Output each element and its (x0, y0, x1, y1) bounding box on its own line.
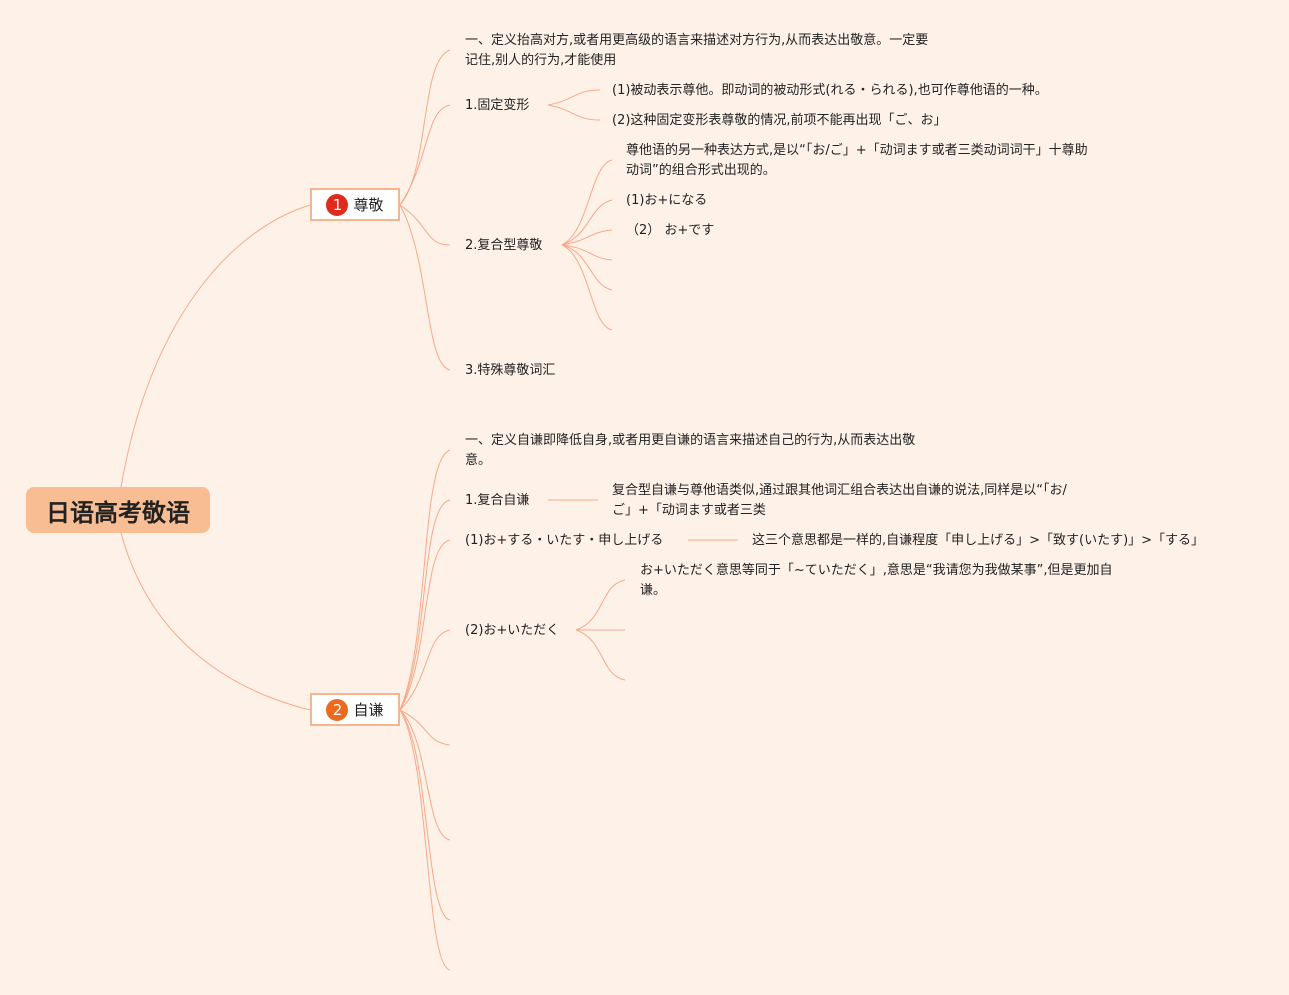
link-ziqian-empty-1 (399, 709, 451, 746)
zunjing-definition-line-1: 一、定义抬高对方,或者用更高级的语言来描述对方行为,从而表达出敬意。一定要 (465, 33, 929, 48)
ziqian-definition: 一、定义自谦即降低自身,或者用更自谦的语言来描述自己的行为,从而表达出敬 意。 (465, 431, 915, 471)
branch-ziqian[interactable]: 2 自谦 (310, 693, 400, 726)
link-ziqian-empty-2 (399, 709, 451, 841)
connector-group (120, 49, 738, 971)
oitadaku-line-2: 谦。 (640, 583, 667, 598)
branch-zunjing[interactable]: 1 尊敬 (310, 188, 400, 221)
osuru-description[interactable]: 这三个意思都是一样的,自谦程度「申し上げる」>「致す(いたす)」>「する」 (752, 533, 1205, 548)
branch-ziqian-label: 自谦 (353, 701, 384, 719)
link-oitadaku-3 (575, 629, 626, 681)
node-gudingbianxing[interactable]: 1.固定变形 (465, 98, 530, 113)
link-root-ziqian (120, 532, 311, 711)
guding-item-1[interactable]: (1)被动表示尊他。即动词的被动形式(れる・られる),也可作尊他语的一种。 (612, 83, 1048, 98)
link-fuhe-5 (561, 244, 613, 331)
link-ziqian-definition (399, 449, 451, 711)
fuhe-description[interactable]: 尊他语的另一种表达方式,是以“「お/ご」+「动词ます或者三类动词词干」十尊助 动… (626, 141, 1088, 181)
link-zunjing-definition (399, 49, 451, 206)
link-fuhe-1 (561, 199, 613, 246)
badge-1-icon: 1 (326, 193, 349, 216)
fuheziqian-line-2: ご」+「动词ます或者三类 (612, 503, 766, 518)
fuheziqian-description[interactable]: 复合型自谦与尊他语类似,通过跟其他词汇组合表达出自谦的说法,同样是以“「お/ ご… (612, 481, 1067, 521)
ziqian-definition-line-2: 意。 (465, 453, 492, 468)
link-root-zunjing (120, 204, 311, 488)
node-oitadaku[interactable]: (2)お+いただく (465, 623, 560, 638)
fuheziqian-line-1: 复合型自谦与尊他语类似,通过跟其他词汇组合表达出自谦的说法,同样是以“「お/ (612, 483, 1067, 498)
node-fuhexingzunjing[interactable]: 2.复合型尊敬 (465, 238, 543, 253)
oitadaku-line-1: お+いただく意思等同于「~ていただく」,意思是“我请您为我做某事”,但是更加自 (640, 563, 1113, 578)
link-zunjing-fuhexing (399, 204, 451, 246)
link-fuhe-4 (561, 244, 613, 291)
link-ziqian-empty-3 (399, 709, 451, 921)
node-fuheziqian[interactable]: 1.复合自谦 (465, 493, 530, 508)
fuhe-description-line-1: 尊他语的另一种表达方式,是以“「お/ご」+「动词ます或者三类动词词干」十尊助 (626, 143, 1088, 158)
link-ziqian-fuhe (399, 499, 451, 711)
oitadaku-description[interactable]: お+いただく意思等同于「~ていただく」,意思是“我请您为我做某事”,但是更加自 … (640, 561, 1113, 601)
fuhe-item-oninaru[interactable]: (1)お+になる (626, 193, 708, 208)
link-guding-1 (547, 89, 601, 106)
root-label: 日语高考敬语 (46, 498, 190, 527)
link-fuhe-3 (561, 244, 613, 261)
node-osuru[interactable]: (1)お+する・いたす・申し上げる (465, 533, 664, 548)
link-ziqian-empty-4 (399, 709, 451, 971)
link-oitadaku-desc (575, 579, 626, 631)
fuhe-description-line-2: 动词”的组合形式出现的。 (626, 163, 776, 178)
root-node[interactable]: 日语高考敬语 (26, 487, 210, 533)
branch-zunjing-label: 尊敬 (353, 196, 384, 214)
fuhe-item-odesu[interactable]: （2） お+です (626, 223, 715, 238)
link-guding-2 (547, 104, 601, 121)
link-fuhe-desc (561, 159, 613, 246)
guding-item-2[interactable]: (2)这种固定变形表尊敬的情况,前项不能再出现「ご、お」 (612, 113, 947, 128)
node-teshuzunjing[interactable]: 3.特殊尊敬词汇 (465, 363, 556, 378)
zunjing-definition-line-2: 记住,别人的行为,才能使用 (465, 53, 617, 68)
link-zunjing-gudingbianxing (399, 104, 451, 206)
link-ziqian-osuru (399, 539, 451, 711)
zunjing-definition: 一、定义抬高对方,或者用更高级的语言来描述对方行为,从而表达出敬意。一定要 记住… (465, 31, 928, 71)
ziqian-definition-line-1: 一、定义自谦即降低自身,或者用更自谦的语言来描述自己的行为,从而表达出敬 (465, 433, 916, 448)
link-ziqian-oitadaku (399, 629, 451, 711)
link-fuhe-2 (561, 229, 613, 246)
badge-2-icon: 2 (326, 698, 349, 721)
link-zunjing-teshu (399, 204, 451, 371)
